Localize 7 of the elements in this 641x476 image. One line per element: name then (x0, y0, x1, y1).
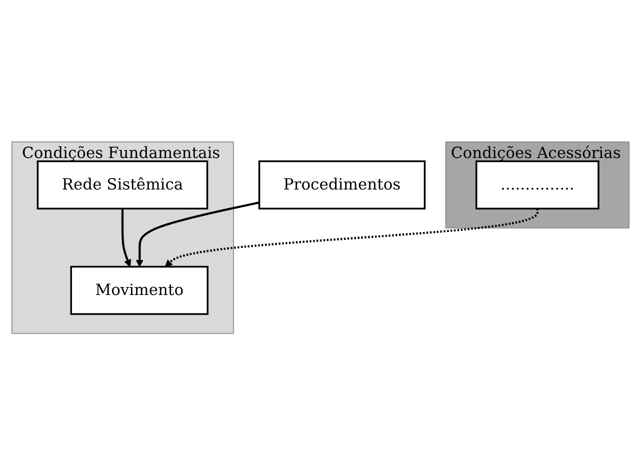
arrow (121, 208, 132, 268)
node-box: Movimento (70, 266, 208, 316)
arrow (164, 208, 538, 268)
node-box: ............... (476, 160, 600, 210)
node-box: Rede Sistêmica (36, 160, 208, 210)
node-box: Procedimentos (258, 160, 426, 210)
arrow (136, 202, 260, 268)
